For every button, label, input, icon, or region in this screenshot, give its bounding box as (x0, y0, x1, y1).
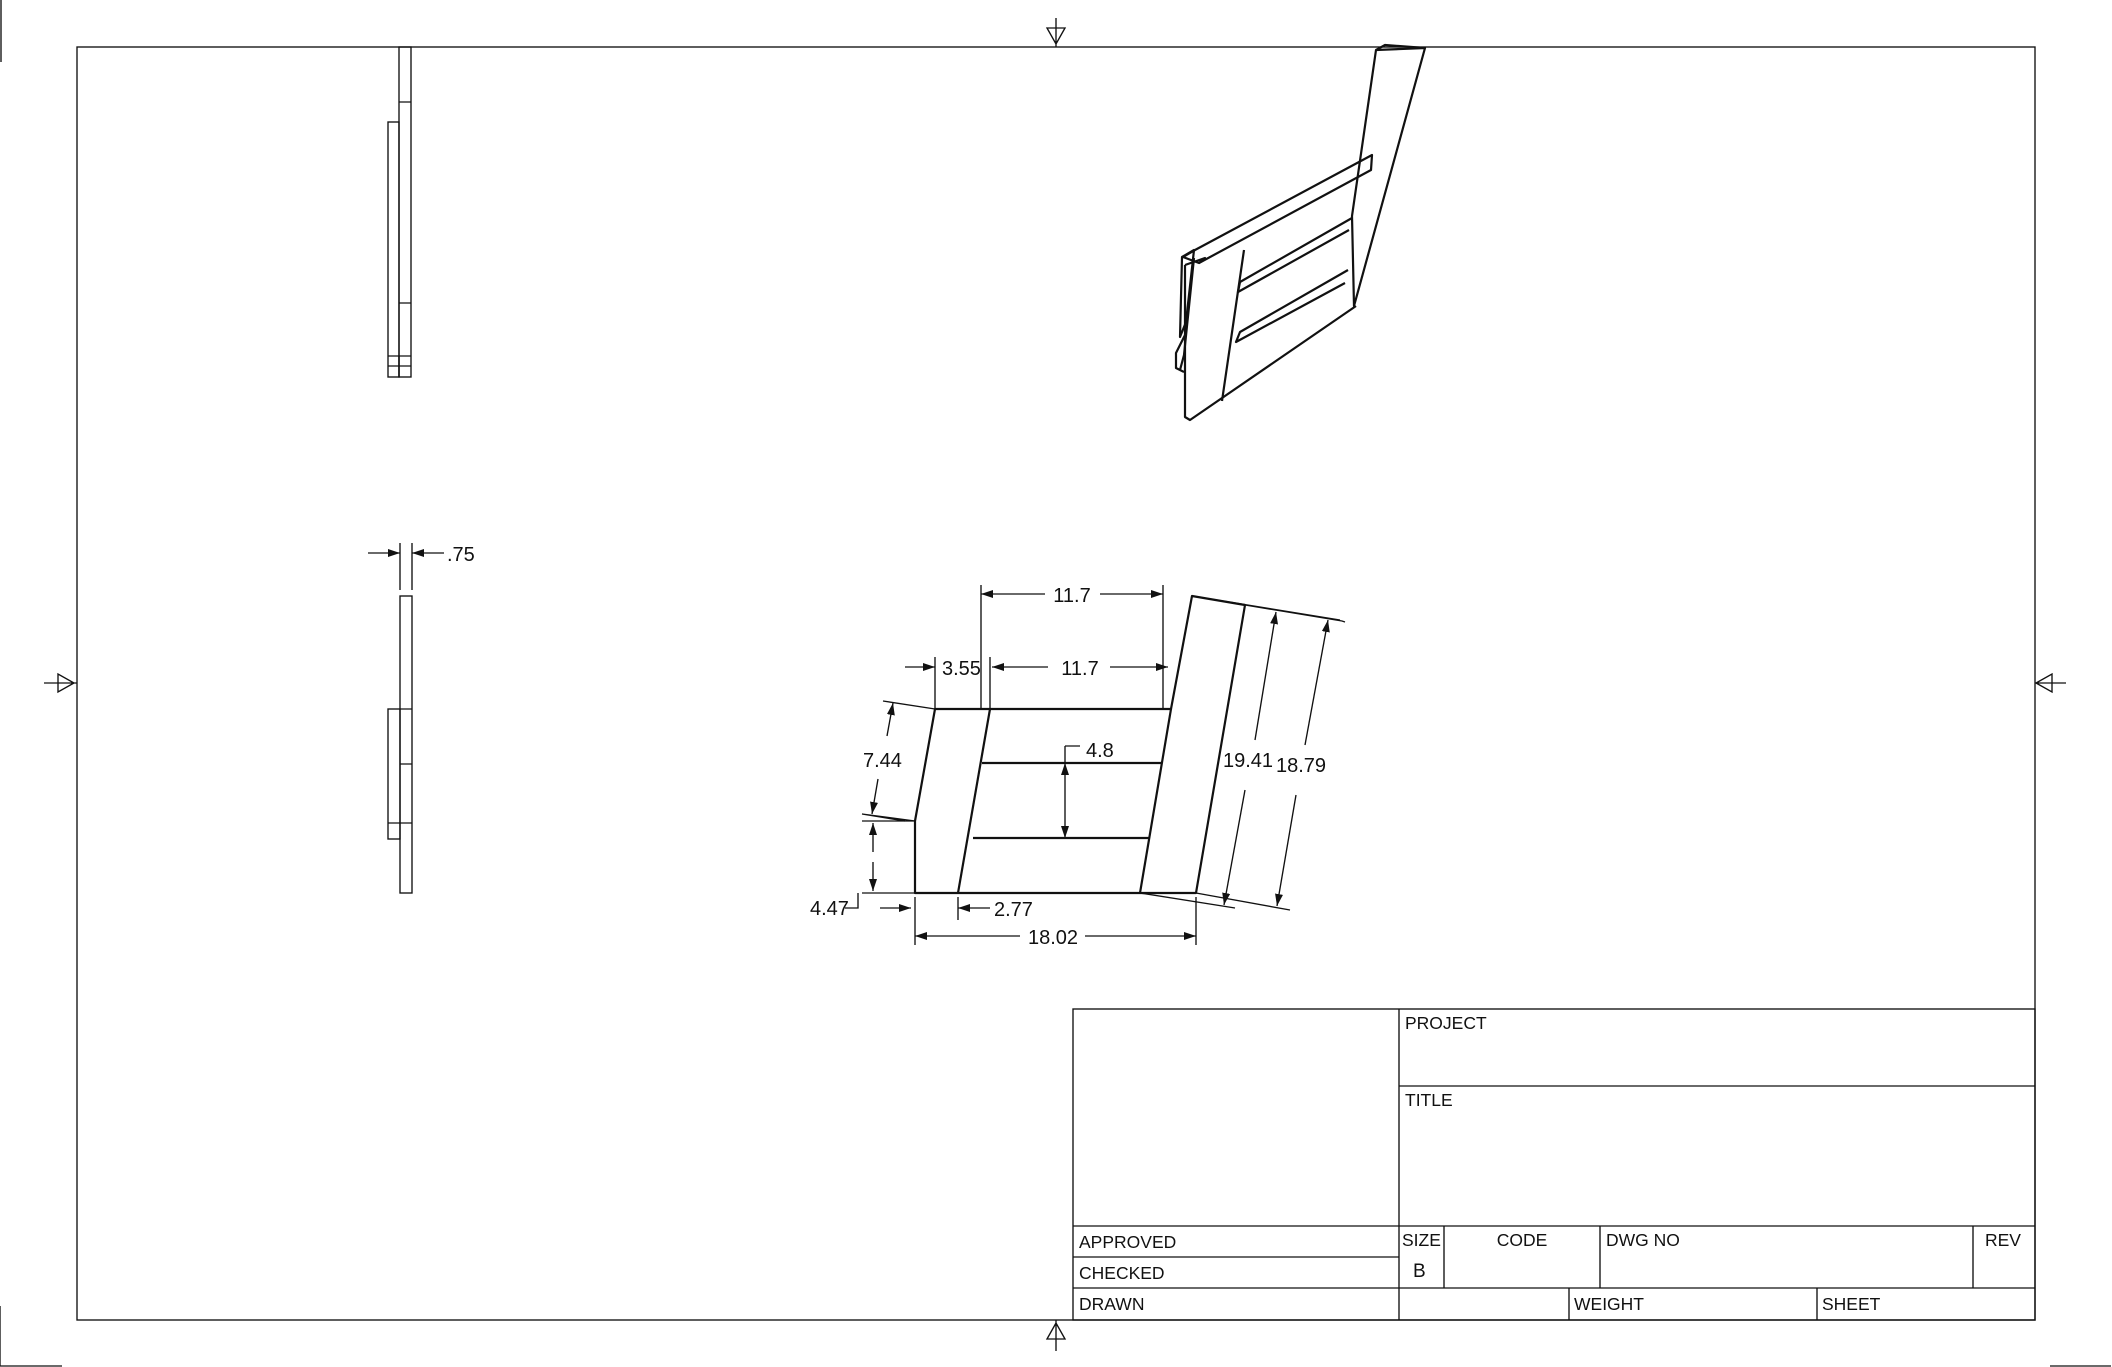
dim-thickness-label: .75 (447, 544, 475, 566)
dim-rail-gap-label: 4.8 (1086, 740, 1114, 762)
rev-label: REV (1985, 1230, 2021, 1250)
size-value: B (1413, 1261, 1426, 1282)
side-view-upper (387, 46, 412, 378)
drawn-label: DRAWN (1079, 1294, 1144, 1314)
dimension-upper-height (861, 700, 936, 822)
dim-upper-height-label: 7.44 (863, 750, 902, 772)
approved-label: APPROVED (1079, 1232, 1176, 1252)
dimension-left-offset (905, 657, 991, 709)
side-view-lower (387, 595, 413, 894)
dimension-overall-width (915, 897, 1197, 945)
center-mark-left (44, 672, 77, 694)
dim-overall-width-label: 18.02 (1028, 927, 1078, 949)
center-mark-right (2034, 672, 2066, 694)
title-label: TITLE (1405, 1090, 1453, 1110)
weight-label: WEIGHT (1574, 1294, 1644, 1314)
dimension-lower-height (845, 820, 915, 909)
dimension-leg-offset (880, 897, 990, 945)
dimension-top-width (980, 585, 1164, 709)
project-label: PROJECT (1405, 1013, 1487, 1033)
front-view (913, 594, 1247, 895)
dwg-no-label: DWG NO (1606, 1230, 1680, 1250)
dimension-back-height (1139, 595, 1346, 911)
dim-leg-offset-label: 2.77 (994, 899, 1033, 921)
size-label: SIZE (1402, 1230, 1441, 1250)
code-label: CODE (1497, 1230, 1548, 1250)
dim-back-height-inner-label: 19.41 (1223, 750, 1273, 772)
dim-inner-width-label: 11.7 (1061, 658, 1098, 680)
center-mark-bottom (1045, 1320, 1067, 1351)
dim-lower-height-label: 4.47 (810, 898, 849, 920)
dimension-rail-gap (1061, 745, 1080, 838)
title-block (1072, 1008, 2036, 1321)
checked-label: CHECKED (1079, 1263, 1165, 1283)
dim-left-offset-label: 3.55 (942, 658, 981, 680)
isometric-view (1174, 43, 1427, 422)
center-mark-top (1045, 18, 1067, 47)
dim-top-width-label: 11.7 (1053, 585, 1090, 607)
dim-back-height-outer-label: 18.79 (1276, 755, 1326, 777)
sheet-label: SHEET (1822, 1294, 1881, 1314)
dimension-thickness (368, 543, 444, 590)
